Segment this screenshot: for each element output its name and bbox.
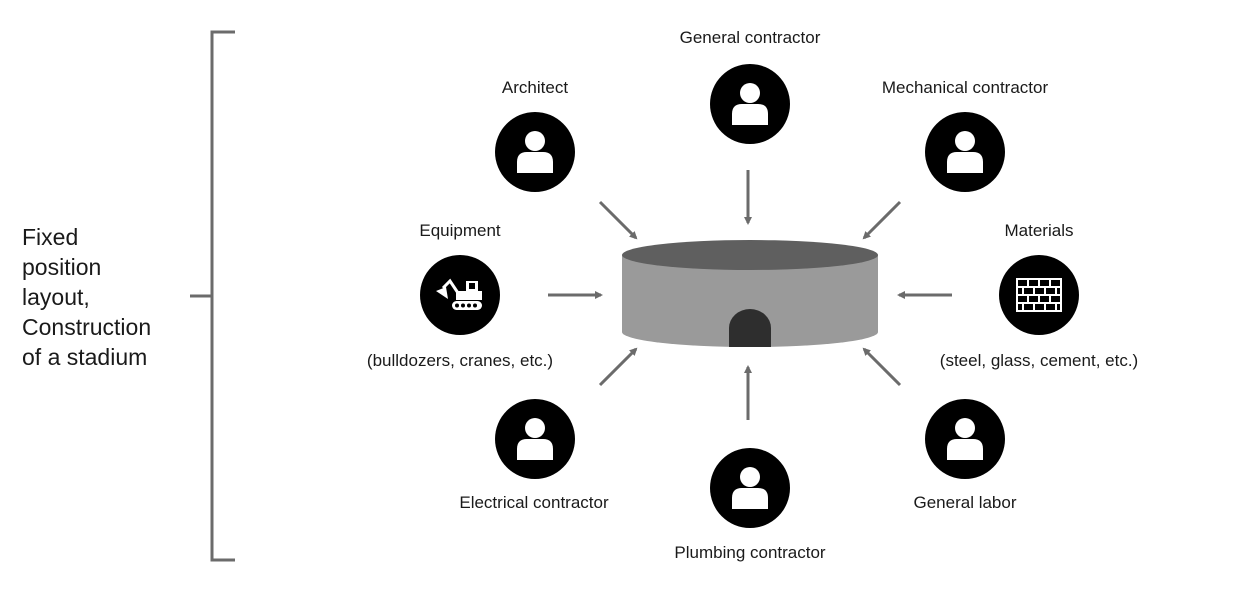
stadium-top — [622, 240, 878, 270]
node-general-labor — [925, 399, 1005, 479]
arrow-from-general-labor — [862, 347, 902, 387]
arrow-from-electrical-contractor — [598, 347, 638, 387]
brick-wall-icon — [1016, 278, 1062, 312]
label-equipment: Equipment — [419, 221, 501, 240]
caption-line: Fixed — [22, 224, 79, 250]
arrows — [548, 170, 952, 420]
person-icon — [947, 418, 983, 460]
label-materials-note: (steel, glass, cement, etc.) — [939, 351, 1139, 370]
label-electrical-contractor: Electrical contractor — [459, 493, 609, 512]
person-icon — [732, 83, 768, 125]
node-architect — [495, 112, 575, 192]
node-mechanical-contractor — [925, 112, 1005, 192]
person-icon — [517, 131, 553, 173]
person-icon — [517, 418, 553, 460]
node-materials — [999, 255, 1079, 335]
arrow-from-mechanical-contractor — [862, 200, 902, 240]
person-icon — [732, 467, 768, 509]
caption-line: Construction — [22, 314, 152, 340]
bracket — [190, 30, 235, 562]
label-plumbing-contractor: Plumbing contractor — [674, 543, 826, 562]
node-electrical-contractor — [495, 399, 575, 479]
label-architect: Architect — [501, 78, 569, 97]
node-equipment — [420, 255, 500, 335]
caption-line: of a stadium — [22, 344, 148, 370]
label-mechanical-contractor: Mechanical contractor — [881, 78, 1049, 97]
stadium-door — [729, 309, 771, 347]
label-equipment-note: (bulldozers, cranes, etc.) — [366, 351, 554, 370]
label-materials: Materials — [1004, 221, 1074, 240]
node-general-contractor — [710, 64, 790, 144]
label-general-contractor: General contractor — [679, 28, 821, 47]
stadium — [622, 240, 878, 347]
label-general-labor: General labor — [913, 493, 1017, 512]
caption-line: layout, — [22, 284, 90, 310]
person-icon — [947, 131, 983, 173]
excavator-icon — [436, 278, 482, 310]
stadium-wall — [622, 255, 878, 347]
node-plumbing-contractor — [710, 448, 790, 528]
caption-line: position — [22, 254, 102, 280]
arrow-from-architect — [598, 200, 638, 240]
diagram-caption: Fixed position layout, Construction of a… — [22, 222, 197, 372]
